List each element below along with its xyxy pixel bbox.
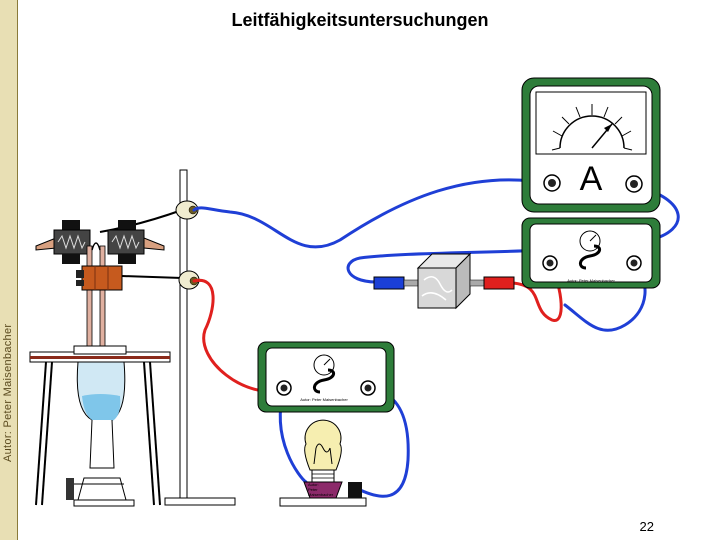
retort-stand — [164, 169, 236, 506]
connector-blue — [373, 276, 405, 290]
electrode-clamp-right — [107, 220, 165, 264]
page-number: 22 — [639, 519, 654, 534]
tripod-with-beaker — [29, 345, 171, 507]
power-supply-center-label: Autor: Peter Maisenbacher — [300, 397, 348, 402]
wires — [192, 178, 680, 498]
power-supply-center: Autor: Peter Maisenbacher — [257, 341, 395, 413]
stand-clamp-bottom — [121, 270, 200, 290]
lamp-label-line-3: Maisenbacher — [308, 492, 334, 497]
wire-red-block-to-supply — [510, 260, 563, 322]
connector-red — [483, 276, 515, 290]
wire-red-clamp-to-supply — [192, 278, 286, 393]
slide-title: Leitfähigkeitsuntersuchungen — [231, 10, 489, 30]
lamp-label-line-1: Autor: — [308, 482, 319, 487]
ammeter-unit-label: A — [580, 160, 603, 198]
ammeter-scale-ticks — [551, 104, 633, 151]
test-material-block — [373, 252, 515, 310]
wire-blue-ammeter-to-clamp — [192, 178, 554, 249]
ac-symbol-center — [313, 368, 335, 394]
sidebar-strip: Autor: Peter Maisenbacher — [0, 0, 18, 540]
power-supply-right: Autor: Peter Maisenbacher — [521, 217, 661, 289]
power-supply-right-label: Autor: Peter Maisenbacher — [567, 278, 615, 283]
lamp-label-line-2: Peter — [308, 487, 318, 492]
ac-symbol-right — [579, 244, 601, 270]
lamp-socket-terminal — [348, 482, 362, 498]
light-bulb: Autor: Peter Maisenbacher — [279, 419, 367, 507]
ammeter: A — [521, 77, 661, 213]
electrodes — [76, 242, 123, 397]
electrode-clamp-left — [35, 220, 91, 264]
